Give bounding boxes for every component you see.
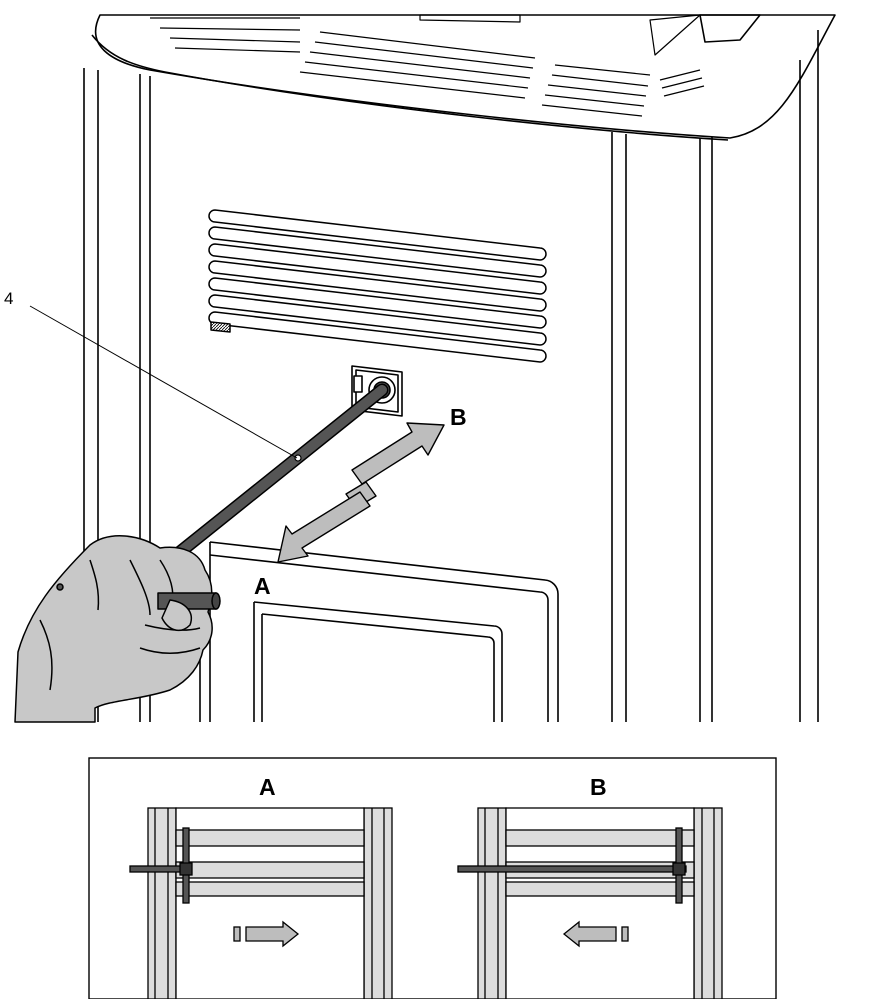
direction-a-label: A <box>254 573 271 599</box>
detail-panel-b-title: B <box>590 774 607 800</box>
stove-door <box>199 541 559 722</box>
part-number-label: 4 <box>4 289 13 308</box>
arrow-head-a <box>277 491 371 563</box>
stove <box>83 14 836 722</box>
detail-panel-b: B <box>457 774 723 999</box>
stove-top-lid <box>91 14 836 141</box>
direction-b-label: B <box>450 404 467 430</box>
detail-panel-a-title: A <box>259 774 276 800</box>
arrow-head-b <box>351 422 445 485</box>
detail-panel-a: A <box>129 774 393 999</box>
detail-frame <box>88 757 777 999</box>
part-4-leader-line <box>29 305 298 459</box>
top-vent-slits <box>150 14 705 117</box>
hand <box>14 535 221 723</box>
cleaning-rod <box>173 383 389 559</box>
front-vent-grille <box>208 209 547 363</box>
direction-arrow-a-b <box>277 422 445 563</box>
